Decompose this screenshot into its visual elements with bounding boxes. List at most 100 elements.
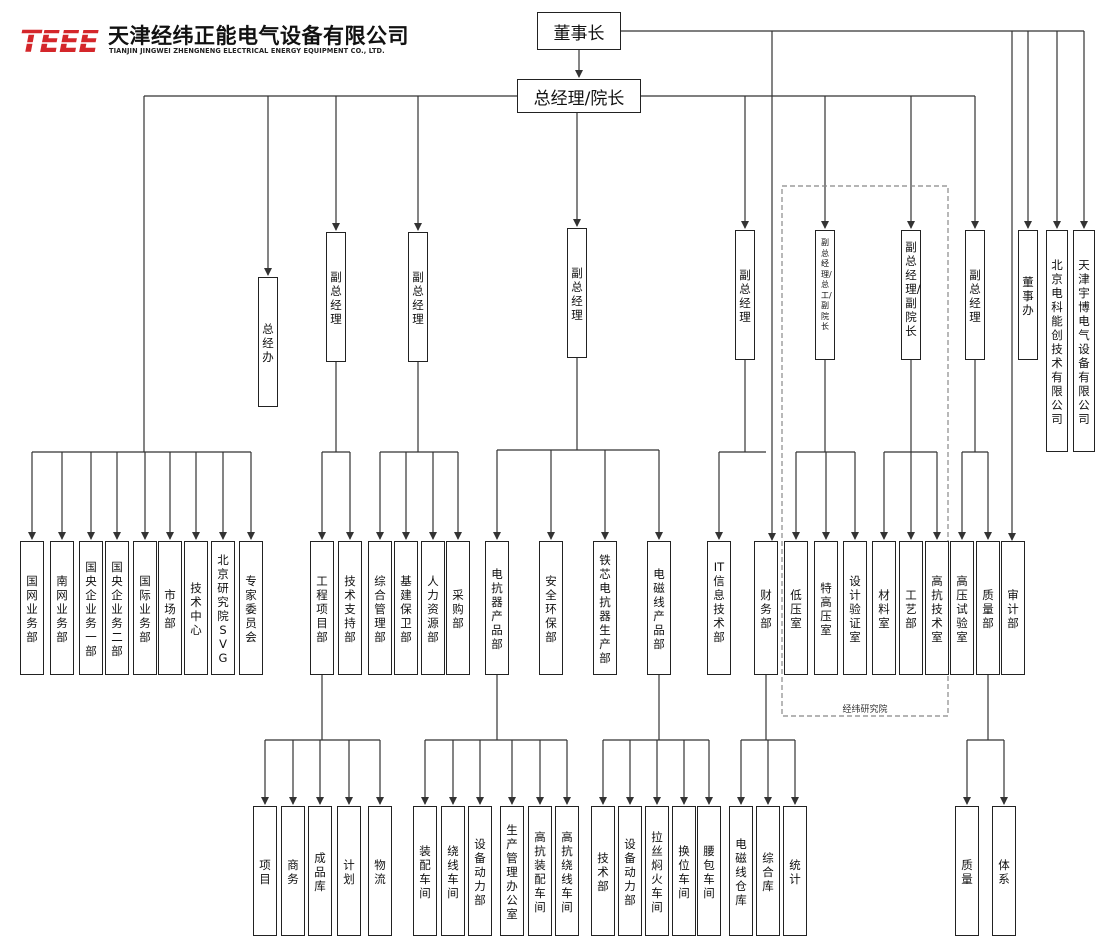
tier3-box-6-label: 技术中心 (190, 581, 202, 637)
tier2-box-5-label: 副总经理/总工/副院长 (821, 238, 832, 332)
tier4-box-9: 高抗装配车间 (528, 806, 552, 936)
tier4-box-9-label: 高抗装配车间 (534, 830, 546, 914)
tier4-box-18: 统计 (783, 806, 807, 936)
tier2-box-9-label: 北京电科能创技术有限公司 (1051, 258, 1063, 426)
tier2-box-1: 副总经理 (326, 232, 346, 362)
company-name-cn: 天津经纬正能电气设备有限公司 (108, 24, 409, 48)
tier3-box-20: 财务部 (754, 541, 778, 675)
tier3-box-2-label: 国央企业务一部 (85, 560, 97, 658)
tier3-box-0: 国网业务部 (20, 541, 44, 675)
tier4-box-7-label: 设备动力部 (474, 837, 486, 907)
tier3-box-9-label: 工程项目部 (316, 574, 328, 644)
tier4-box-16-label: 电磁线仓库 (735, 837, 747, 907)
tier2-box-6-label: 副总经理/副院长 (905, 240, 921, 338)
general-manager-box: 总经理/院长 (517, 79, 641, 113)
tier3-box-28-label: 质量部 (982, 588, 994, 630)
tier2-box-1-label: 副总经理 (330, 270, 342, 326)
tier4-box-13-label: 拉丝焖火车间 (651, 830, 663, 914)
tier3-box-10: 技术支持部 (338, 541, 362, 675)
tier4-box-17-label: 综合库 (762, 851, 774, 893)
tier4-box-4: 物流 (368, 806, 392, 936)
tier4-box-8-label: 生产管理办公室 (506, 823, 518, 921)
tier4-box-20: 体系 (992, 806, 1016, 936)
tier4-box-14: 换位车间 (672, 806, 696, 936)
tier2-box-6: 副总经理/副院长 (901, 230, 921, 360)
tier2-box-8: 董事办 (1018, 230, 1038, 360)
tier4-box-16: 电磁线仓库 (729, 806, 753, 936)
tier4-box-11: 技术部 (591, 806, 615, 936)
tier3-box-11: 综合管理部 (368, 541, 392, 675)
tier3-box-23-label: 设计验证室 (849, 574, 861, 644)
tier3-box-9: 工程项目部 (310, 541, 334, 675)
tier4-box-10: 高抗绕线车间 (555, 806, 579, 936)
tier3-box-12-label: 基建保卫部 (400, 574, 412, 644)
tier3-box-16-label: 安全环保部 (545, 574, 557, 644)
tier3-box-17-label: 铁芯电抗器生产部 (599, 553, 611, 665)
tier3-box-27: 高压试验室 (950, 541, 974, 675)
company-logo: TEEE 天津经纬正能电气设备有限公司 TIANJIN JINGWEI ZHEN… (20, 20, 409, 60)
tier3-box-5: 市场部 (158, 541, 182, 675)
tier3-box-12: 基建保卫部 (394, 541, 418, 675)
tier3-box-16: 安全环保部 (539, 541, 563, 675)
tier3-box-15: 电抗器产品部 (485, 541, 509, 675)
tier3-box-11-label: 综合管理部 (374, 574, 386, 644)
tier2-box-4-label: 副总经理 (739, 268, 751, 324)
tier4-box-4-label: 物流 (374, 858, 386, 886)
tier3-box-8-label: 专家委员会 (245, 574, 257, 644)
tier3-box-20-label: 财务部 (760, 588, 772, 630)
tier3-box-17: 铁芯电抗器生产部 (593, 541, 617, 675)
tier2-box-10: 天津宇博电气设备有限公司 (1073, 230, 1095, 452)
tier3-box-26-label: 高抗技术室 (931, 574, 943, 644)
tier3-box-4-label: 国际业务部 (139, 574, 151, 644)
tier4-box-2: 成品库 (308, 806, 332, 936)
tier3-box-18-label: 电磁线产品部 (653, 567, 665, 651)
tier4-box-12-label: 设备动力部 (624, 837, 636, 907)
tier3-box-21-label: 低压室 (790, 588, 802, 630)
tier4-box-5-label: 装配车间 (419, 844, 431, 900)
tier3-box-8: 专家委员会 (239, 541, 263, 675)
tier4-box-18-label: 统计 (789, 858, 801, 886)
tier3-box-28: 质量部 (976, 541, 1000, 675)
tier3-box-24: 材料室 (872, 541, 896, 675)
tier3-box-26: 高抗技术室 (925, 541, 949, 675)
tier2-box-0: 总经办 (258, 277, 278, 407)
tier2-box-3-label: 副总经理 (571, 266, 583, 322)
tier3-box-4: 国际业务部 (133, 541, 157, 675)
tier3-box-14-label: 采购部 (452, 588, 464, 630)
tier3-box-7: 北京研究院SVG (211, 541, 235, 675)
tier3-box-1: 南网业务部 (50, 541, 74, 675)
tier4-box-15: 腰包车间 (697, 806, 721, 936)
tier3-box-22-label: 特高压室 (820, 581, 832, 637)
tier4-box-5: 装配车间 (413, 806, 437, 936)
tier4-box-15-label: 腰包车间 (703, 844, 715, 900)
tier2-box-8-label: 董事办 (1022, 275, 1034, 317)
tier4-box-2-label: 成品库 (314, 851, 326, 893)
tier4-box-14-label: 换位车间 (678, 844, 690, 900)
research-institute-label: 经纬研究院 (842, 705, 888, 715)
tier4-box-0: 项目 (253, 806, 277, 936)
tier3-box-21: 低压室 (784, 541, 808, 675)
tier2-box-9: 北京电科能创技术有限公司 (1046, 230, 1068, 452)
general-manager-box-label: 总经理/院长 (533, 88, 625, 109)
tier3-box-19: IT信息技术部 (707, 541, 731, 675)
tier2-box-7-label: 副总经理 (969, 268, 981, 324)
tier3-box-25-label: 工艺部 (905, 588, 917, 630)
tier2-box-2: 副总经理 (408, 232, 428, 362)
tier4-box-1-label: 商务 (287, 858, 299, 886)
tier3-box-10-label: 技术支持部 (344, 574, 356, 644)
tier3-box-29: 审计部 (1001, 541, 1025, 675)
tier4-box-6: 绕线车间 (441, 806, 465, 936)
tier4-box-0-label: 项目 (259, 858, 271, 886)
tier4-box-17: 综合库 (756, 806, 780, 936)
tier2-box-0-label: 总经办 (262, 322, 274, 364)
tier4-box-19-label: 质量 (961, 858, 973, 886)
teee-logo-mark: TEEE (20, 24, 102, 56)
tier3-box-13-label: 人力资源部 (427, 574, 439, 644)
tier3-box-0-label: 国网业务部 (26, 574, 38, 644)
tier3-box-2: 国央企业务一部 (79, 541, 103, 675)
tier2-box-4: 副总经理 (735, 230, 755, 360)
tier4-box-11-label: 技术部 (597, 851, 609, 893)
tier3-box-7-label: 北京研究院SVG (217, 553, 229, 665)
tier3-box-27-label: 高压试验室 (956, 574, 968, 644)
